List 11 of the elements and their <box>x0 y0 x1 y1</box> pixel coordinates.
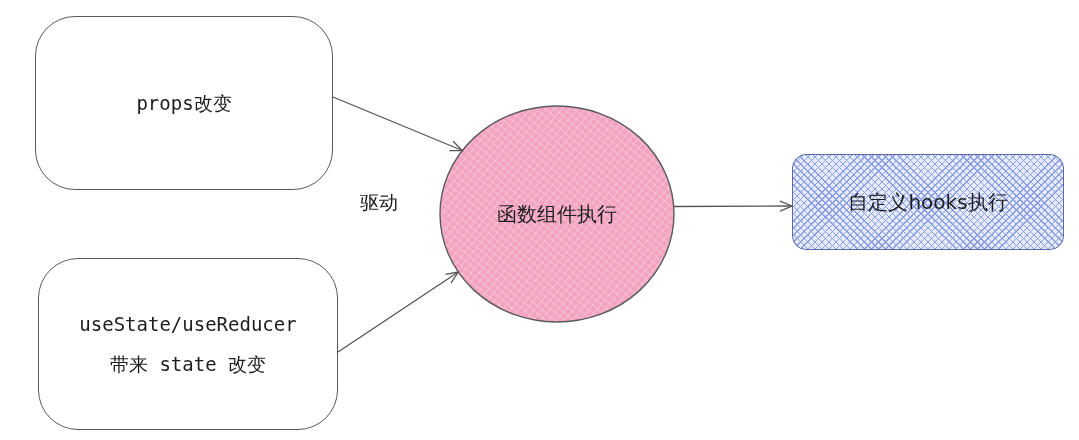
arrow <box>332 96 463 152</box>
hatched-box <box>792 154 1064 250</box>
arrow <box>337 271 459 353</box>
node-label: 自定义hooks执行 <box>847 189 1009 216</box>
rounded-box <box>35 16 333 190</box>
rounded-box <box>38 258 338 430</box>
arrow <box>673 200 793 212</box>
node-label: 函数组件执行 <box>496 201 618 228</box>
annotation-text: 驱动 <box>360 190 398 215</box>
node-label: useState/useReducer 带来 state 改变 <box>78 312 298 377</box>
node-label: props改变 <box>135 91 233 116</box>
